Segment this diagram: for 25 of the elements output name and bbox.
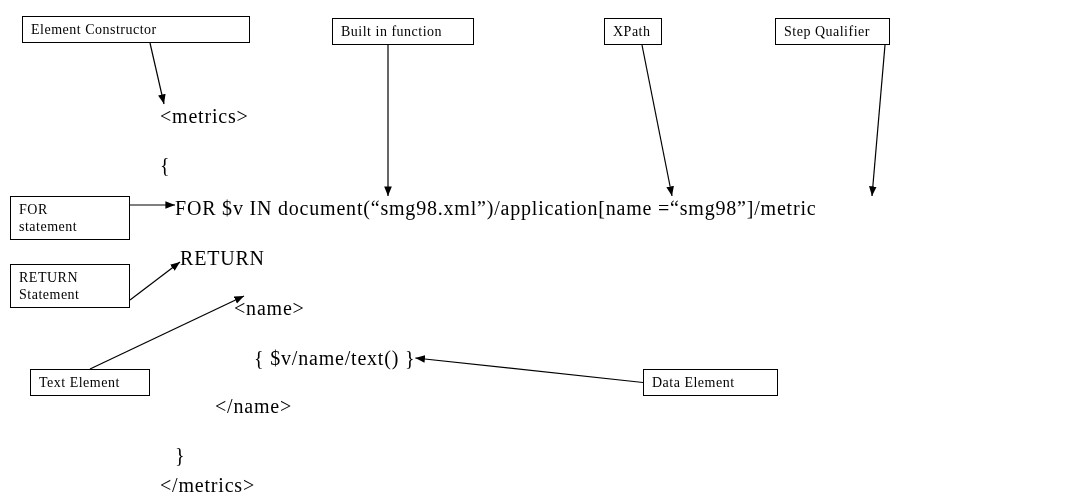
- callout-box: XPath: [604, 18, 662, 45]
- code-line: <metrics>: [160, 104, 249, 128]
- leader-arrow: [129, 261, 181, 301]
- callout-box: Data Element: [643, 369, 778, 396]
- callout-box: Text Element: [30, 369, 150, 396]
- code-line: RETURN: [180, 246, 265, 270]
- callout-box: Built in function: [332, 18, 474, 45]
- callout-box: FOR statement: [10, 196, 130, 240]
- leader-arrow: [869, 44, 886, 197]
- code-line: </metrics>: [160, 473, 255, 497]
- code-line: { $v/name/text() }: [254, 346, 416, 370]
- code-line: FOR $v IN document(“smg98.xml”)/application[name =“smg98”]/metric: [175, 196, 817, 220]
- code-line: </name>: [215, 394, 293, 418]
- code-line: }: [175, 443, 186, 467]
- leader-arrow: [129, 201, 176, 209]
- code-line: <name>: [234, 296, 305, 320]
- leader-arrow: [414, 355, 644, 384]
- leader-arrow: [384, 44, 392, 197]
- leader-arrow: [149, 42, 166, 105]
- code-line: {: [160, 153, 171, 177]
- callout-box: RETURN Statement: [10, 264, 130, 308]
- callout-box: Step Qualifier: [775, 18, 890, 45]
- leader-arrow: [89, 295, 245, 370]
- leader-arrow: [641, 44, 674, 197]
- callout-box: Element Constructor: [22, 16, 250, 43]
